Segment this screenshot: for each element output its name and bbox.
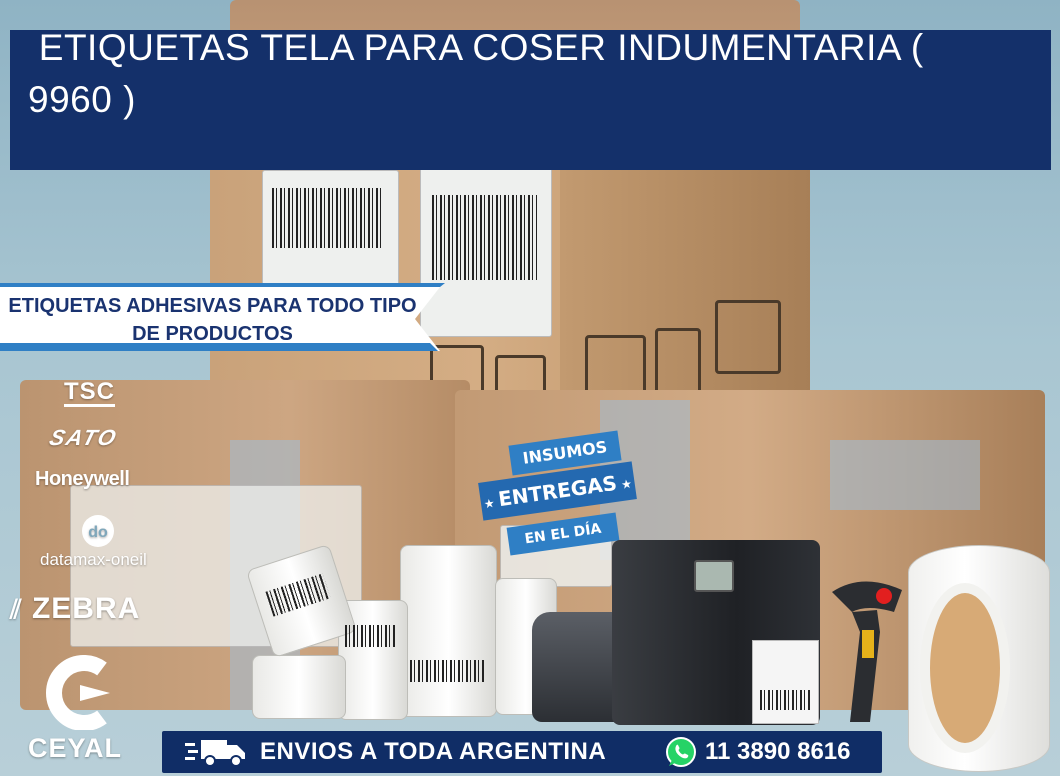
- label-roll: [252, 655, 346, 719]
- svg-text:do: do: [88, 524, 108, 541]
- ribbon-banner: [0, 283, 445, 351]
- ceyal-text: CEYAL: [28, 733, 123, 763]
- handling-pictogram: [715, 300, 781, 374]
- packing-tape: [830, 440, 980, 510]
- datamax-mark-icon: do: [82, 515, 114, 547]
- bottom-contact-bar: [162, 731, 882, 773]
- star-icon: ★: [616, 476, 633, 493]
- datamax-oneil-logo: do datamax-oneil: [40, 515, 160, 575]
- barcode: [432, 195, 537, 280]
- ceyal-mark-icon: [46, 655, 110, 730]
- label-roll: [400, 545, 497, 717]
- ceyal-logo: CEYAL: [25, 655, 140, 765]
- tsc-logo: TSC: [64, 378, 115, 407]
- title-banner: [10, 30, 1051, 170]
- barcode-scanner: [832, 581, 902, 722]
- whatsapp-icon: [666, 737, 696, 767]
- zebra-head-icon: ⫽: [10, 594, 23, 624]
- sato-logo: SATO: [46, 425, 121, 450]
- zebra-logo: ⫽ ZEBRA: [10, 592, 140, 626]
- phone-number: 11 3890 8616: [705, 738, 851, 765]
- barcode: [345, 625, 397, 647]
- barcode: [760, 690, 810, 710]
- page-title: ETIQUETAS TELA PARA COSER INDUMENTARIA (…: [28, 27, 935, 120]
- barcode: [410, 660, 485, 682]
- datamax-text: datamax-oneil: [40, 550, 147, 569]
- ribbon-text: ETIQUETAS ADHESIVAS PARA TODO TIPO DE PR…: [8, 295, 417, 345]
- stack-limit-pictogram: [655, 328, 701, 394]
- truck-icon: [185, 740, 245, 767]
- printer-screen: [694, 560, 734, 592]
- shipping-text: ENVIOS A TODA ARGENTINA: [260, 738, 607, 765]
- printed-label: [752, 640, 819, 724]
- barcode: [272, 188, 382, 248]
- fabric-label-roll-core: [920, 583, 1010, 753]
- zebra-text: ZEBRA: [31, 592, 141, 625]
- honeywell-logo: Honeywell: [35, 468, 130, 490]
